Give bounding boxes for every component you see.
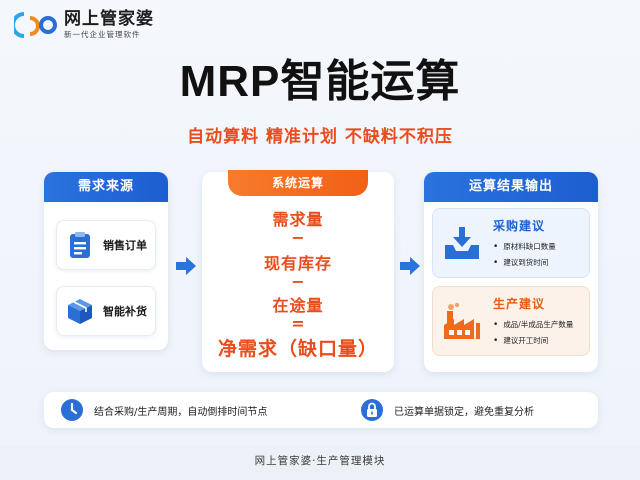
- brand: 网上管家婆 新一代企业管理软件: [14, 8, 154, 42]
- system-calc-panel: 系统运算 需求量 − 现有库存 − 在途量 = 净需求（缺口量）: [202, 170, 394, 372]
- output-header: 运算结果输出: [424, 172, 598, 202]
- formula-stock: 现有库存: [263, 254, 332, 273]
- production-suggestion: 生产建议 成品/半成品生产数量 建议开工时间: [432, 286, 590, 356]
- sales-order-label: 销售订单: [103, 239, 147, 252]
- logo-icon: [14, 12, 57, 38]
- production-bullet-2: 建议开工时间: [493, 335, 548, 346]
- purchase-title: 采购建议: [493, 219, 546, 233]
- lock-icon: [361, 399, 383, 421]
- system-calc-header: 系统运算: [228, 170, 368, 196]
- sales-order-item: 销售订单: [56, 220, 156, 270]
- formula-equals: =: [291, 314, 305, 333]
- demand-source-panel: 需求来源 销售订单 智能补货: [44, 172, 168, 350]
- formula-minus-1: −: [291, 228, 305, 247]
- purchase-suggestion: 采购建议 原材料缺口数量 建议到货时间: [432, 208, 590, 278]
- purchase-bullet-1: 原材料缺口数量: [493, 241, 556, 252]
- factory-icon: [444, 302, 480, 339]
- formula-minus-2: −: [291, 272, 305, 291]
- arrow-right-icon: [176, 257, 196, 275]
- production-bullet-1: 成品/半成品生产数量: [493, 319, 573, 330]
- demand-source-header: 需求来源: [44, 172, 168, 202]
- note-schedule: 结合采购/生产周期，自动倒排时间节点: [60, 392, 267, 428]
- brand-name: 网上管家婆: [64, 9, 154, 29]
- formula-result: 净需求（缺口量）: [217, 338, 378, 360]
- box-icon: [68, 299, 92, 324]
- note-schedule-text: 结合采购/生产周期，自动倒排时间节点: [94, 406, 268, 418]
- arrow-right-icon: [400, 257, 420, 275]
- formula-in-transit: 在途量: [272, 296, 324, 315]
- page-title: MRP智能运算: [179, 57, 461, 106]
- smart-replenish-label: 智能补货: [103, 305, 147, 318]
- clock-icon: [61, 399, 83, 421]
- download-tray-icon: [445, 227, 479, 259]
- brand-slogan: 新一代企业管理软件: [64, 30, 141, 39]
- smart-replenish-item: 智能补货: [56, 286, 156, 336]
- footer: 网上管家婆·生产管理模块: [0, 446, 640, 480]
- page-subtitle: 自动算料 精准计划 不缺料不积压: [187, 127, 453, 147]
- note-lock: 已运算单据锁定，避免重复分析: [360, 392, 534, 428]
- clipboard-icon: [70, 232, 90, 258]
- formula-demand: 需求量: [272, 210, 324, 229]
- purchase-bullet-2: 建议到货时间: [493, 257, 548, 268]
- production-title: 生产建议: [493, 297, 546, 311]
- note-lock-text: 已运算单据锁定，避免重复分析: [394, 406, 534, 418]
- notes-bar: 结合采购/生产周期，自动倒排时间节点 已运算单据锁定，避免重复分析: [44, 392, 598, 428]
- output-panel: 运算结果输出 采购建议 原材料缺口数量 建议到货时间 生产建议 成品/半成品生产…: [424, 172, 598, 372]
